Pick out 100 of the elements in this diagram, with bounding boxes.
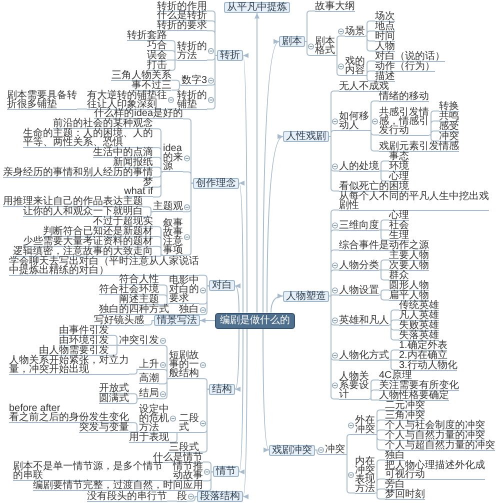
- connector-line: [168, 314, 180, 316]
- topic-text: 个人与自然力量的冲突: [385, 430, 485, 440]
- topic-text: 情绪的移动: [379, 92, 429, 100]
- topic-text: 冲突引发: [119, 336, 159, 345]
- connector-line: [170, 80, 182, 86]
- curved-arrow: [262, 41, 280, 314]
- connector-line: [378, 294, 390, 300]
- topic-text: 逻辑缜密，注意故事的大致走向: [13, 246, 153, 256]
- connector-line: [334, 36, 346, 56]
- connector-line: [364, 70, 376, 76]
- connector-line: [378, 220, 390, 230]
- connector-line: [328, 296, 340, 400]
- topic-text: 剧本: [282, 37, 302, 46]
- connector-line: [374, 488, 386, 494]
- topic-text: 二段式: [179, 414, 199, 432]
- topic-text: 人性戏剧: [286, 132, 326, 141]
- topic-text: 由事件引发: [59, 326, 109, 335]
- topic-text: 有大逆转的铺垫往往让人印象深刻: [87, 90, 167, 109]
- topic-text: 符合人性: [119, 275, 159, 284]
- topic-text: 看似死亡的困境: [339, 182, 409, 190]
- connector-line: [108, 344, 120, 356]
- curved-arrow: [270, 294, 284, 314]
- connector-line: [158, 369, 170, 380]
- topic-text: 三角人物关系: [111, 70, 172, 80]
- topic-text: 梦: [143, 178, 153, 187]
- curved-arrow: [254, 12, 260, 314]
- topic-text: 电影中对白的要求: [169, 276, 199, 304]
- connector-line: [378, 260, 390, 270]
- topic-text: 外在冲突: [355, 416, 375, 434]
- topic-text: 阐述主题: [119, 295, 159, 304]
- topic-text: 转折的方法: [177, 42, 207, 60]
- topic-text: 前沿的社会的某种观念: [53, 119, 153, 128]
- topic-text: 综合事件是动作之源: [339, 240, 429, 250]
- topic-text: 设定中的危机方法: [139, 404, 169, 432]
- topic-text: 生命的主题：人的困境、人的平等、两性关系、恐惧: [23, 129, 153, 148]
- connector-line: [168, 432, 180, 443]
- connector-line: [328, 136, 340, 192]
- topic-text: 主要人物: [389, 250, 429, 260]
- connector-line: [328, 270, 340, 296]
- topic-text: 什么是情节: [153, 452, 203, 462]
- topic-text: 独白: [179, 305, 199, 314]
- topic-box: [154, 315, 200, 326]
- connector-line: [162, 480, 174, 482]
- topic-text: 失败英雄: [399, 320, 439, 330]
- topic-text: 转折的铺垫: [177, 90, 207, 109]
- topic-text: 次要人物: [389, 260, 429, 270]
- curved-arrow: [262, 328, 270, 450]
- connector-line: [128, 369, 140, 375]
- connector-line: [368, 398, 380, 400]
- curved-arrow: [238, 182, 244, 314]
- central-topic-box: [215, 312, 295, 329]
- connector-line: [364, 30, 376, 36]
- topic-text: 冲突: [439, 132, 459, 140]
- connector-line: [170, 84, 182, 91]
- topic-text: 不过于超现实: [93, 217, 153, 226]
- topic-text: 由环境引发: [59, 336, 109, 345]
- topic-text: 事不过三: [131, 80, 172, 90]
- topic-text: 地点: [375, 22, 395, 30]
- topic-text: 故事大纲: [315, 2, 355, 10]
- topic-text: 三角冲突: [385, 410, 425, 420]
- topic-box: [197, 491, 243, 502]
- connector-line: [334, 55, 346, 76]
- curved-arrow: [238, 328, 244, 472]
- connector-line: [374, 430, 386, 435]
- topic-text: 独白的四种方式: [99, 305, 169, 314]
- topic-text: 共鸣: [439, 112, 459, 120]
- topic-text: 编剧是做什么的: [220, 316, 290, 326]
- topic-text: 感受: [439, 122, 459, 130]
- topic-box: [283, 290, 329, 302]
- topic-text: 学会聊天去写出对白（平时注意从人家说话中提炼出精练的对白）: [9, 256, 199, 275]
- topic-text: 个人与超自然力量的冲突: [385, 440, 495, 450]
- connector-line: [198, 285, 210, 316]
- topic-text: 梦回时刻: [385, 490, 425, 498]
- topic-text: 什么样的idea是好的: [94, 109, 183, 118]
- topic-text: 场景: [345, 26, 365, 36]
- topic-text: 打击: [147, 60, 167, 70]
- topic-text: 旁白: [385, 480, 405, 488]
- topic-text: 没有段头的串行节: [87, 492, 167, 501]
- connector-line: [166, 50, 178, 61]
- connector-line: [304, 41, 316, 56]
- topic-text: 人物关系开始紧张，对立力量，冲突开始出现: [9, 356, 129, 374]
- topic-text: 环境: [389, 162, 409, 170]
- topic-box: [193, 178, 239, 189]
- topic-text: 无人不成戏: [339, 82, 389, 90]
- curved-arrow: [200, 318, 216, 324]
- topic-text: 用于表现: [129, 432, 169, 442]
- topic-text: 转折的作用: [157, 2, 207, 10]
- connector-line: [158, 294, 170, 304]
- connector-line: [202, 471, 214, 492]
- connector-line: [198, 274, 210, 286]
- connector-line: [314, 450, 326, 455]
- connector-line: [378, 160, 390, 172]
- connector-line: [152, 171, 164, 198]
- connector-line: [388, 360, 400, 370]
- topic-text: 短剧故事的一般结构: [169, 351, 199, 378]
- topic-text: 看之前之后的身份发生变化: [9, 413, 129, 422]
- topic-text: 生活中的点滴: [93, 148, 153, 157]
- topic-text: 社会: [389, 220, 409, 230]
- connector-line: [142, 211, 154, 218]
- topic-box: [209, 384, 235, 395]
